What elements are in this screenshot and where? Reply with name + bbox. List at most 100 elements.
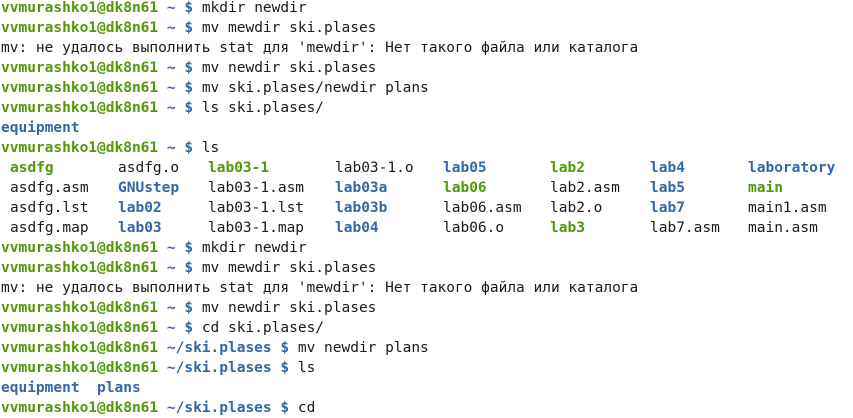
dir-entry: equipment	[1, 380, 80, 396]
prompt-symbol: $	[184, 60, 194, 76]
prompt-user-host: vvmurashko1@dk8n61	[1, 80, 159, 96]
dir-entry: lab03b	[335, 200, 388, 216]
file-entry: lab03-1.lst	[208, 200, 305, 216]
dir-entry: equipment	[1, 120, 80, 136]
file-entry: lab03-1.map	[208, 220, 305, 236]
dir-entry: lab03a	[335, 180, 388, 196]
prompt-path: ~	[166, 260, 176, 276]
prompt-symbol: $	[280, 400, 290, 416]
command-text: ls	[297, 360, 316, 376]
file-entry: main.asm	[748, 220, 818, 236]
prompt-symbol: $	[184, 20, 194, 36]
command-text: cd ski.plases/	[201, 320, 325, 336]
command-input[interactable]: cd	[297, 400, 316, 416]
prompt-symbol: $	[184, 320, 194, 336]
error-output: mv: не удалось выполнить stat для 'mewdi…	[1, 40, 639, 56]
prompt-user-host: vvmurashko1@dk8n61	[1, 0, 159, 16]
command-text: mkdir newdir	[201, 240, 307, 256]
command-text: mv ski.plases/newdir plans	[201, 80, 429, 96]
file-entry: lab06.o	[443, 220, 505, 236]
command-text: mkdir newdir	[201, 0, 307, 16]
file-entry: main1.asm	[748, 200, 827, 216]
prompt-path: ~	[166, 100, 176, 116]
file-entry: lab03-1.asm	[208, 180, 305, 196]
prompt-path: ~	[166, 140, 176, 156]
prompt-line: vvmurashko1@dk8n61 ~ $ ls	[1, 138, 219, 158]
prompt-user-host: vvmurashko1@dk8n61	[1, 300, 159, 316]
file-entry: lab7.asm	[650, 220, 720, 236]
file-entry: lab03-1.o	[335, 160, 414, 176]
prompt-user-host: vvmurashko1@dk8n61	[1, 340, 159, 356]
prompt-path: ~/ski.plases	[166, 340, 272, 356]
dir-entry: plans	[97, 380, 141, 396]
file-entry: asdfg.asm	[10, 180, 89, 196]
dir-entry: lab5	[650, 180, 685, 196]
prompt-path: ~	[166, 240, 176, 256]
error-output: mv: не удалось выполнить stat для 'mewdi…	[1, 280, 639, 296]
prompt-path: ~/ski.plases	[166, 400, 272, 416]
executable-entry: lab06	[443, 180, 487, 196]
file-entry: lab06.asm	[443, 200, 522, 216]
prompt-line: vvmurashko1@dk8n61 ~ $ mv ski.plases/new…	[1, 78, 429, 98]
prompt-user-host: vvmurashko1@dk8n61	[1, 20, 159, 36]
executable-entry: asdfg	[10, 160, 54, 176]
prompt-symbol: $	[184, 260, 194, 276]
prompt-user-host: vvmurashko1@dk8n61	[1, 60, 159, 76]
prompt-line: vvmurashko1@dk8n61 ~/ski.plases $ ls	[1, 358, 315, 378]
dir-entry: lab03	[118, 220, 162, 236]
prompt-user-host: vvmurashko1@dk8n61	[1, 360, 159, 376]
dir-entry: lab04	[335, 220, 379, 236]
prompt-line: vvmurashko1@dk8n61 ~ $ mv newdir ski.pla…	[1, 298, 376, 318]
executable-entry: lab2	[550, 160, 585, 176]
command-output: equipment	[1, 118, 80, 138]
prompt-symbol: $	[184, 100, 194, 116]
dir-entry: lab02	[118, 200, 162, 216]
prompt-symbol: $	[184, 80, 194, 96]
executable-entry: lab03-1	[208, 160, 270, 176]
prompt-path: ~/ski.plases	[166, 360, 272, 376]
prompt-line: vvmurashko1@dk8n61 ~ $ mkdir newdir	[1, 238, 307, 258]
dir-entry: lab7	[650, 200, 685, 216]
prompt-line: vvmurashko1@dk8n61 ~ $ mv newdir ski.pla…	[1, 58, 376, 78]
prompt-user-host: vvmurashko1@dk8n61	[1, 400, 159, 416]
file-entry: lab2.o	[550, 200, 603, 216]
prompt-symbol: $	[184, 240, 194, 256]
file-entry: lab2.asm	[550, 180, 620, 196]
command-output: equipment plans	[1, 378, 141, 398]
prompt-path: ~	[166, 20, 176, 36]
command-text: mv newdir ski.plases	[201, 60, 377, 76]
prompt-path: ~	[166, 80, 176, 96]
prompt-path: ~	[166, 0, 176, 16]
prompt-symbol: $	[280, 360, 290, 376]
prompt-symbol: $	[280, 340, 290, 356]
prompt-line[interactable]: vvmurashko1@dk8n61 ~/ski.plases $ cd	[1, 398, 315, 418]
prompt-user-host: vvmurashko1@dk8n61	[1, 260, 159, 276]
prompt-symbol: $	[184, 0, 194, 16]
prompt-line: vvmurashko1@dk8n61 ~ $ mkdir newdir	[1, 0, 307, 18]
executable-entry: lab3	[550, 220, 585, 236]
prompt-line: vvmurashko1@dk8n61 ~ $ cd ski.plases/	[1, 318, 324, 338]
prompt-line: vvmurashko1@dk8n61 ~ $ mv mewdir ski.pla…	[1, 18, 376, 38]
command-text: ls	[201, 140, 220, 156]
command-text: ls ski.plases/	[201, 100, 325, 116]
prompt-line: vvmurashko1@dk8n61 ~ $ ls ski.plases/	[1, 98, 324, 118]
command-text: mv newdir plans	[297, 340, 429, 356]
dir-entry: laboratory	[748, 160, 836, 176]
prompt-user-host: vvmurashko1@dk8n61	[1, 100, 159, 116]
command-text: mv mewdir ski.plases	[201, 260, 377, 276]
command-text: mv newdir ski.plases	[201, 300, 377, 316]
prompt-path: ~	[166, 300, 176, 316]
prompt-user-host: vvmurashko1@dk8n61	[1, 240, 159, 256]
prompt-symbol: $	[184, 300, 194, 316]
file-entry: asdfg.lst	[10, 200, 89, 216]
prompt-line: vvmurashko1@dk8n61 ~ $ mv mewdir ski.pla…	[1, 258, 376, 278]
command-text: mv mewdir ski.plases	[201, 20, 377, 36]
prompt-user-host: vvmurashko1@dk8n61	[1, 140, 159, 156]
file-entry: asdfg.o	[118, 160, 180, 176]
executable-entry: main	[748, 180, 783, 196]
prompt-path: ~	[166, 60, 176, 76]
dir-entry: GNUstep	[118, 180, 180, 196]
prompt-user-host: vvmurashko1@dk8n61	[1, 320, 159, 336]
dir-entry: lab4	[650, 160, 685, 176]
